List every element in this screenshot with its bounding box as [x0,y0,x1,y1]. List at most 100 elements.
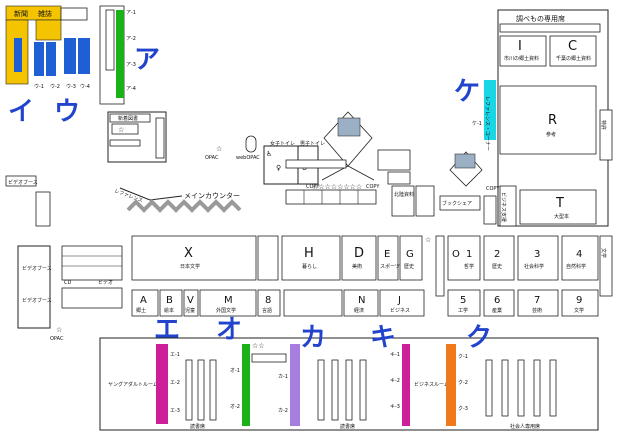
stacks-row-2: A 郷土 B 絵本 V 児童 M 外国文学 8 言語 N 経済 J ビジネス 5… [50,289,599,342]
female-toilet-icon: ♀ [276,164,281,172]
shelf-H-label: 暮らし [302,263,317,270]
shelf-A-label: 郷土 [136,307,146,314]
cd-label: CD [64,280,71,286]
row-ka-1: カ-1 [278,374,288,380]
video-booth-label-1: ビデオブース [22,265,52,272]
zone-ki-letter: キ [370,323,396,353]
row-ku-2: ク-2 [458,380,468,386]
male-toilet-label: 男子トイレ [300,140,325,147]
copy-label-2: COPY [366,184,380,190]
opac-star-3: ☆ [56,326,62,334]
shelf-J-label: ビジネス [390,307,410,314]
zone-letters: ア イ ウ エ オ カ キ ク ケ [8,45,492,353]
hokuriku-label: 北陸資料 [394,191,414,198]
zone-ke-letter: ケ [454,77,480,107]
row-u-1: ウ-1 [34,83,44,90]
shelf-M-code: M [224,295,233,306]
shelf-9-code: 9 [576,295,582,306]
right-reference-area: 調べもの専用席 I 市川の郷土資料 C 千葉の郷土資料 レファレンス・コーナー … [439,9,613,297]
shelf-3-label: 社会科学 [524,263,544,270]
shelf-G-label: 歴史 [404,263,414,270]
shelf-O-code: O [452,249,460,260]
row-ku-1: ク-1 [458,354,468,360]
lending-label: ブックシェア [442,200,472,207]
row-o-1: オ-1 [230,368,240,374]
row-a-2: ア-2 [126,36,136,42]
shelf-3-code: 3 [534,249,540,260]
zone-ka-letter: カ [300,323,326,353]
shelf-V-label: 児童 [185,307,195,314]
literature-side-label: 文学 [600,248,607,258]
reference-counter-label: レファレンス [113,188,143,204]
shelf-J-code: J [397,295,401,306]
row-a-4: ア-4 [126,86,136,92]
shelf-E-label: スポーツ [380,263,400,270]
row-ki-3: キ-3 [390,404,400,410]
ke-column-label: レファレンス・コーナー [484,96,490,151]
shelf-I-code: I [518,39,522,54]
star-pair-icon: ☆☆ [252,342,265,350]
row-ki-1: キ-1 [390,352,400,358]
row-ku-3: ク-3 [458,406,468,412]
shelf-X-label: 日本文学 [180,263,200,270]
new-books-area: 新着図書 ☆ [107,111,167,163]
shelf-6-label: 産業 [492,307,502,314]
shelf-2-label: 歴史 [492,263,502,270]
opac-star-2: ☆ [425,236,431,244]
shelf-V-code: V [187,295,194,306]
shelf-B-code: B [166,295,173,306]
shelf-E-code: E [384,249,390,260]
opac-stars-icon: ☆☆☆☆☆☆☆☆ [312,183,362,191]
shelf-B-label: 絵本 [164,307,174,314]
row-a-3: ア-3 [126,62,136,68]
patent-label: 特許 [600,120,607,130]
shelf-X-code: X [184,246,193,261]
zone-u-letter: ウ [54,97,80,127]
wheelchair-icon: ♿ [266,150,272,158]
central-service-area: ☆ OPAC webOPAC ♿ ♀ 女子トイレ ♂ 男子トイレ ☆☆☆☆☆☆☆… [113,111,435,217]
row-u-3: ウ-3 [66,83,76,90]
shelf-4-label: 自然科学 [566,263,586,270]
shelf-4-code: 4 [576,249,582,260]
business-room-label: ビジネスルーム [414,381,449,388]
row-u-4: ウ-4 [80,83,90,90]
reading-seat-label-2: 読書席 [340,423,355,430]
zone-ku-letter: ク [466,323,492,353]
shelf-R-label: 参考 [546,131,556,138]
row-ki-2: キ-2 [390,378,400,384]
row-a-1: ア-1 [126,10,136,16]
webopac-label: webOPAC [236,155,260,161]
row-u-2: ウ-2 [50,83,60,90]
video-booth-label-2: ビデオブース [22,297,52,304]
star-icon: ☆ [118,126,124,134]
opac-star-icon: ☆ [216,145,222,153]
adult-seat-label: 社会人専用席 [510,423,540,430]
zone-a-shelves: ア-1 ア-2 ア-3 ア-4 [99,5,136,105]
business-help-label: ビジネス支援 [500,192,507,222]
row-e-2: エ-2 [170,380,180,386]
magazine-label: 雑誌 [38,9,52,18]
row-ka-2: カ-2 [278,408,288,414]
copier-icon [337,117,361,137]
copy-label-3: COPY [486,186,500,192]
shelf-N-label: 経済 [354,307,364,314]
shelf-M-label: 外国文学 [216,307,236,314]
main-counter-label: メインカウンター [184,191,240,200]
row-e-1: エ-1 [170,352,180,358]
av-area: ビデオブース ビデオブース ビデオブース CD ビデオ [5,175,123,329]
shelf-N-code: N [358,295,365,306]
zone-i-letter: イ [8,97,34,127]
reading-seat-label-1: 読書席 [190,423,205,430]
row-o-2: オ-2 [230,404,240,410]
opac-label-1: OPAC [205,155,219,161]
opac-label-2: OPAC [50,336,64,342]
shelf-1-code: 1 [466,249,472,260]
shelf-7-code: 7 [534,295,540,306]
shelf-H-code: H [304,246,314,261]
copier-icon-2 [454,153,476,169]
shelf-2-code: 2 [494,249,500,260]
shelf-I-label: 市川の郷土資料 [504,55,539,62]
zone-e-letter: エ [154,315,180,345]
